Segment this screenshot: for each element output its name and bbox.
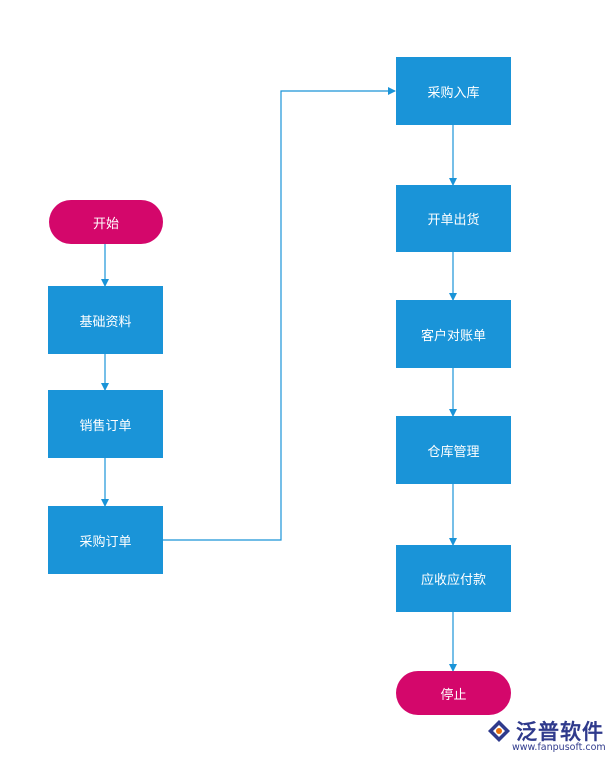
purchase-order-node: 采购订单 — [48, 506, 163, 574]
basic-data-node: 基础资料 — [48, 286, 163, 354]
customer-reconciliation-node: 客户对账单 — [396, 300, 511, 368]
purchase-order-label: 采购订单 — [79, 534, 132, 550]
sales-order-label: 销售订单 — [79, 418, 132, 434]
logo-url: www.fanpusoft.com — [512, 742, 606, 753]
purchase-inbound-node: 采购入库 — [396, 57, 511, 125]
fanpusoft-logo: 泛普软件 www.fanpusoft.com — [486, 716, 611, 756]
start-node: 开始 — [49, 200, 163, 244]
receivables-payables-node: 应收应付款 — [396, 545, 511, 612]
edge-purchase-order-to-purchase-inbound — [162, 87, 396, 541]
purchase-inbound-label: 采购入库 — [427, 85, 480, 101]
issue-shipment-label: 开单出货 — [427, 213, 480, 228]
warehouse-management-label: 仓库管理 — [427, 444, 480, 460]
receivables-payables-label: 应收应付款 — [420, 573, 486, 588]
sales-order-node: 销售订单 — [48, 390, 163, 458]
logo-mark-icon — [488, 720, 510, 742]
logo-name: 泛普软件 — [516, 720, 604, 744]
start-node-label: 开始 — [92, 216, 119, 232]
customer-reconciliation-label: 客户对账单 — [420, 328, 486, 344]
stop-node-label: 停止 — [440, 687, 467, 703]
basic-data-label: 基础资料 — [79, 314, 132, 330]
warehouse-management-node: 仓库管理 — [396, 416, 511, 484]
issue-shipment-node: 开单出货 — [396, 185, 511, 252]
stop-node: 停止 — [396, 671, 511, 715]
